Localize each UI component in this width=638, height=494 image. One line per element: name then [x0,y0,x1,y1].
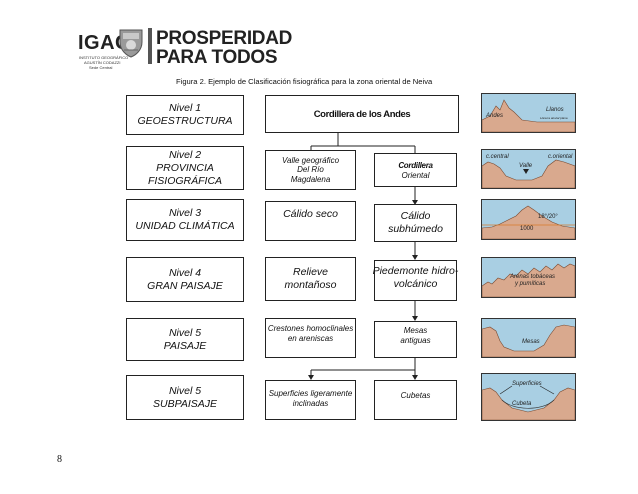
paisaje-left-line1: Crestones homoclinales [268,324,353,334]
thumb4-label-pumiticas: y pumíticas [514,281,545,287]
paisaje-left-box: Crestones homoclinales en areniscas [265,318,356,358]
clima-illustration: 18°/20° 1000 [482,200,575,239]
level-4-title: Nivel 4 [169,267,201,280]
clima-right-line1: Cálido [401,210,431,223]
gran-right-line1: Piedemonte hidro- [373,265,459,278]
level-5-name: PAISAJE [164,340,206,353]
arenas-illustration: Arenas tobáceas y pumíticas [482,258,575,297]
paisaje-left-line2: en areniscas [288,334,333,344]
sub-left-line1: Superficies ligeramente [269,389,353,399]
sub-left-box: Superficies ligeramente inclinadas [265,380,356,420]
level-4-box: Nivel 4 GRAN PAISAJE [126,257,244,302]
gran-right-box: Piedemonte hidro- volcánico [374,260,457,301]
thumb2-label-central: c.central [486,154,509,160]
clima-left-box: Cálido seco [265,201,356,241]
clima-left-label: Cálido seco [283,208,338,221]
geoestructura-label: Cordillera de los Andes [314,109,411,120]
level-6-title: Nivel 5 [169,385,201,398]
level-2-title: Nivel 2 [169,149,201,162]
thumb1-label-llanos: Llanos [546,107,564,113]
andes-llanos-illustration: Andes Llanos Llanura aluvial plana [482,94,575,132]
mesas-illustration: Mesas [482,319,575,357]
provincia-left-line1: Valle geográfico [282,156,339,166]
level-3-box: Nivel 3 UNIDAD CLIMÁTICA [126,199,244,241]
thumb1-label-llanura: Llanura aluvial plana [540,116,568,120]
gran-right-line2: volcánico [394,278,438,291]
thumb2-label-oriental: c.oriental [548,154,573,160]
level-5-box: Nivel 5 PAISAJE [126,318,244,361]
level-6-name: SUBPAISAJE [153,398,217,411]
thumb5-label-mesas: Mesas [522,339,540,345]
provincia-left-line3: Magdalena [291,175,331,185]
sub-right-box: Cubetas [374,380,457,420]
level-1-box: Nivel 1 GEOESTRUCTURA [126,95,244,135]
provincia-left-line2: Del Río [297,165,324,175]
sub-left-line2: inclinadas [293,399,329,409]
sub-right-label: Cubetas [401,391,431,401]
paisaje-right-line1: Mesas [404,326,428,336]
gran-left-box: Relieve montañoso [265,257,356,301]
thumb4-label-arenas: Arenas tobáceas [509,274,555,280]
level-4-name: GRAN PAISAJE [147,280,223,293]
level-2-name: PROVINCIA [156,162,214,175]
thumb-paisaje: Mesas [481,318,576,358]
provincia-right-box: Cordillera Oriental [374,153,457,187]
thumb3-label-temp: 18°/20° [538,214,558,220]
thumb-geoestructura: Andes Llanos Llanura aluvial plana [481,93,576,133]
level-2-name-2: FISIOGRÁFICA [148,175,222,188]
cubeta-illustration: Superficies Cubeta [482,374,575,420]
thumb3-label-1000: 1000 [520,226,534,232]
paisaje-right-line2: antiguas [400,336,430,346]
level-2-box: Nivel 2 PROVINCIA FISIOGRÁFICA [126,146,244,190]
page-number: 8 [57,454,62,465]
thumb-provincia: c.central c.oriental Valle [481,149,576,189]
provincia-right-line1: Cordillera [398,160,432,171]
thumb-clima: 18°/20° 1000 [481,199,576,240]
thumb1-label-andes: Andes [485,113,503,119]
thumb6-label-superficies: Superficies [512,381,542,387]
level-1-title: Nivel 1 [169,102,201,115]
level-5-title: Nivel 5 [169,327,201,340]
paisaje-right-box: Mesas antiguas [374,321,457,358]
thumb-subpaisaje: Superficies Cubeta [481,373,576,421]
level-3-title: Nivel 3 [169,207,201,220]
clima-right-box: Cálido subhúmedo [374,204,457,242]
thumb2-label-valle: Valle [519,163,533,169]
thumb6-label-cubeta: Cubeta [512,401,532,407]
level-1-name: GEOESTRUCTURA [137,115,232,128]
gran-left-line1: Relieve [293,266,328,279]
valle-illustration: c.central c.oriental Valle [482,150,575,188]
gran-left-line2: montañoso [285,279,337,292]
level-6-box: Nivel 5 SUBPAISAJE [126,375,244,420]
thumb-gran-paisaje: Arenas tobáceas y pumíticas [481,257,576,298]
level-3-name: UNIDAD CLIMÁTICA [135,220,234,233]
clima-right-line2: subhúmedo [388,223,443,236]
geoestructura-box: Cordillera de los Andes [265,95,459,133]
provincia-left-box: Valle geográfico Del Río Magdalena [265,150,356,190]
provincia-right-line2: Oriental [401,171,429,181]
